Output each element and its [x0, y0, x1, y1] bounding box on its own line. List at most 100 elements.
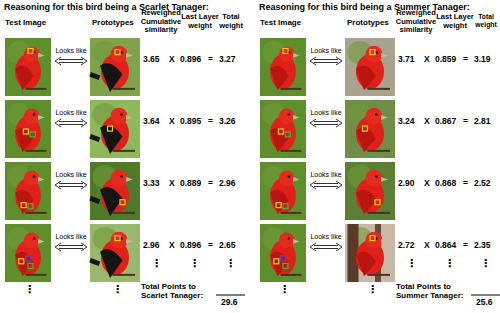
weight-value: 0.859 — [435, 55, 456, 65]
double-arrow — [310, 119, 342, 127]
total-value: 3.27 — [219, 55, 236, 65]
total-value: 2.52 — [474, 179, 491, 189]
patch-box — [26, 256, 31, 261]
total-value: 2.65 — [219, 241, 236, 251]
patch-box — [363, 126, 368, 131]
bird-photo — [89, 162, 140, 220]
ellipsis: ⋮ — [279, 283, 290, 296]
ellipsis: ⋮ — [189, 257, 200, 270]
similarity-value: 3.65 — [143, 55, 160, 65]
similarity-value: 3.71 — [398, 55, 415, 65]
bird-photo — [260, 100, 306, 158]
patch-box — [285, 132, 290, 137]
column-header: Total weight — [472, 13, 500, 29]
double-arrow — [55, 181, 87, 189]
patch-box — [21, 203, 26, 208]
equals-sign: = — [463, 117, 468, 127]
double-arrow — [55, 243, 87, 251]
equals-sign: = — [208, 117, 213, 127]
patch-box — [283, 263, 288, 268]
patch-box — [281, 256, 286, 261]
ellipsis: ⋮ — [112, 283, 123, 296]
weight-value: 0.895 — [180, 117, 201, 127]
times-sign: X — [424, 55, 430, 65]
total-value: 3.19 — [474, 55, 491, 65]
patch-box — [28, 48, 33, 53]
weight-value: 0.896 — [180, 241, 201, 251]
similarity-value: 3.64 — [143, 117, 160, 127]
ellipsis: ⋮ — [480, 257, 491, 270]
times-sign: X — [169, 241, 175, 251]
equals-sign: = — [463, 55, 468, 65]
patch-box — [370, 50, 375, 55]
bird-photo — [5, 224, 51, 282]
bird-photo — [345, 38, 395, 96]
double-arrow — [310, 57, 342, 65]
bird-photo — [89, 224, 140, 282]
patch-box — [115, 50, 120, 55]
bird-photo — [89, 38, 140, 96]
column-header: Total weight — [217, 13, 245, 30]
patch-box — [19, 259, 24, 264]
looks-like-label: Looks like — [307, 233, 345, 241]
equals-sign: = — [463, 241, 468, 251]
bird-photo — [260, 162, 306, 220]
patch-box — [283, 204, 288, 209]
ellipsis: ⋮ — [225, 257, 236, 270]
bird-photo — [345, 100, 395, 158]
bird-photo — [5, 100, 51, 158]
times-sign: X — [424, 179, 430, 189]
bird-photo — [260, 224, 306, 282]
bird-photo — [345, 224, 395, 282]
double-arrow — [310, 181, 342, 189]
patch-box — [276, 203, 281, 208]
column-header: Reweighed Cumulative similarity — [394, 9, 438, 35]
equals-sign: = — [208, 55, 213, 65]
column-header: Test Image — [260, 18, 301, 27]
column-header: Last Layer weight — [436, 13, 474, 30]
ellipsis: ⋮ — [406, 257, 417, 270]
column-header: Test Image — [5, 18, 46, 27]
sum-rule — [216, 295, 245, 296]
total-value: 3.26 — [219, 117, 236, 127]
double-arrow — [310, 243, 342, 251]
patch-box — [28, 204, 33, 209]
similarity-value: 3.24 — [398, 117, 415, 127]
panel-title: Reasoning for this bird being a Summer T… — [259, 2, 470, 12]
column-header: Last Layer weight — [181, 13, 219, 30]
similarity-value: 2.72 — [398, 241, 415, 251]
times-sign: X — [424, 241, 430, 251]
ellipsis: ⋮ — [151, 257, 162, 270]
similarity-value: 2.96 — [143, 241, 160, 251]
times-sign: X — [169, 55, 175, 65]
weight-value: 0.896 — [180, 55, 201, 65]
equals-sign: = — [463, 179, 468, 189]
patch-box — [274, 259, 279, 264]
bird-photo — [5, 162, 51, 220]
equals-sign: = — [208, 179, 213, 189]
weight-value: 0.867 — [435, 117, 456, 127]
times-sign: X — [169, 117, 175, 127]
patch-box — [30, 132, 35, 137]
patch-box — [115, 236, 120, 241]
total-value: 2.96 — [219, 179, 236, 189]
patch-box — [23, 129, 28, 134]
patch-box — [370, 236, 375, 241]
column-header: Reweighed Cumulative similarity — [139, 9, 183, 35]
patch-box — [375, 200, 380, 205]
total-points-label: Total Points to Summer Tanager: — [396, 282, 470, 300]
double-arrow — [55, 57, 87, 65]
patch-box — [278, 129, 283, 134]
similarity-value: 3.33 — [143, 179, 160, 189]
weight-value: 0.889 — [180, 179, 201, 189]
total-points-value: 29.6 — [221, 298, 238, 308]
looks-like-label: Looks like — [307, 47, 345, 55]
bird-photo — [345, 162, 395, 220]
looks-like-label: Looks like — [307, 171, 345, 179]
patch-box — [108, 126, 113, 131]
column-header: Prototypes — [92, 18, 134, 27]
total-points-label: Total Points to Scarlet Tanager: — [141, 282, 215, 300]
looks-like-label: Looks like — [52, 47, 90, 55]
